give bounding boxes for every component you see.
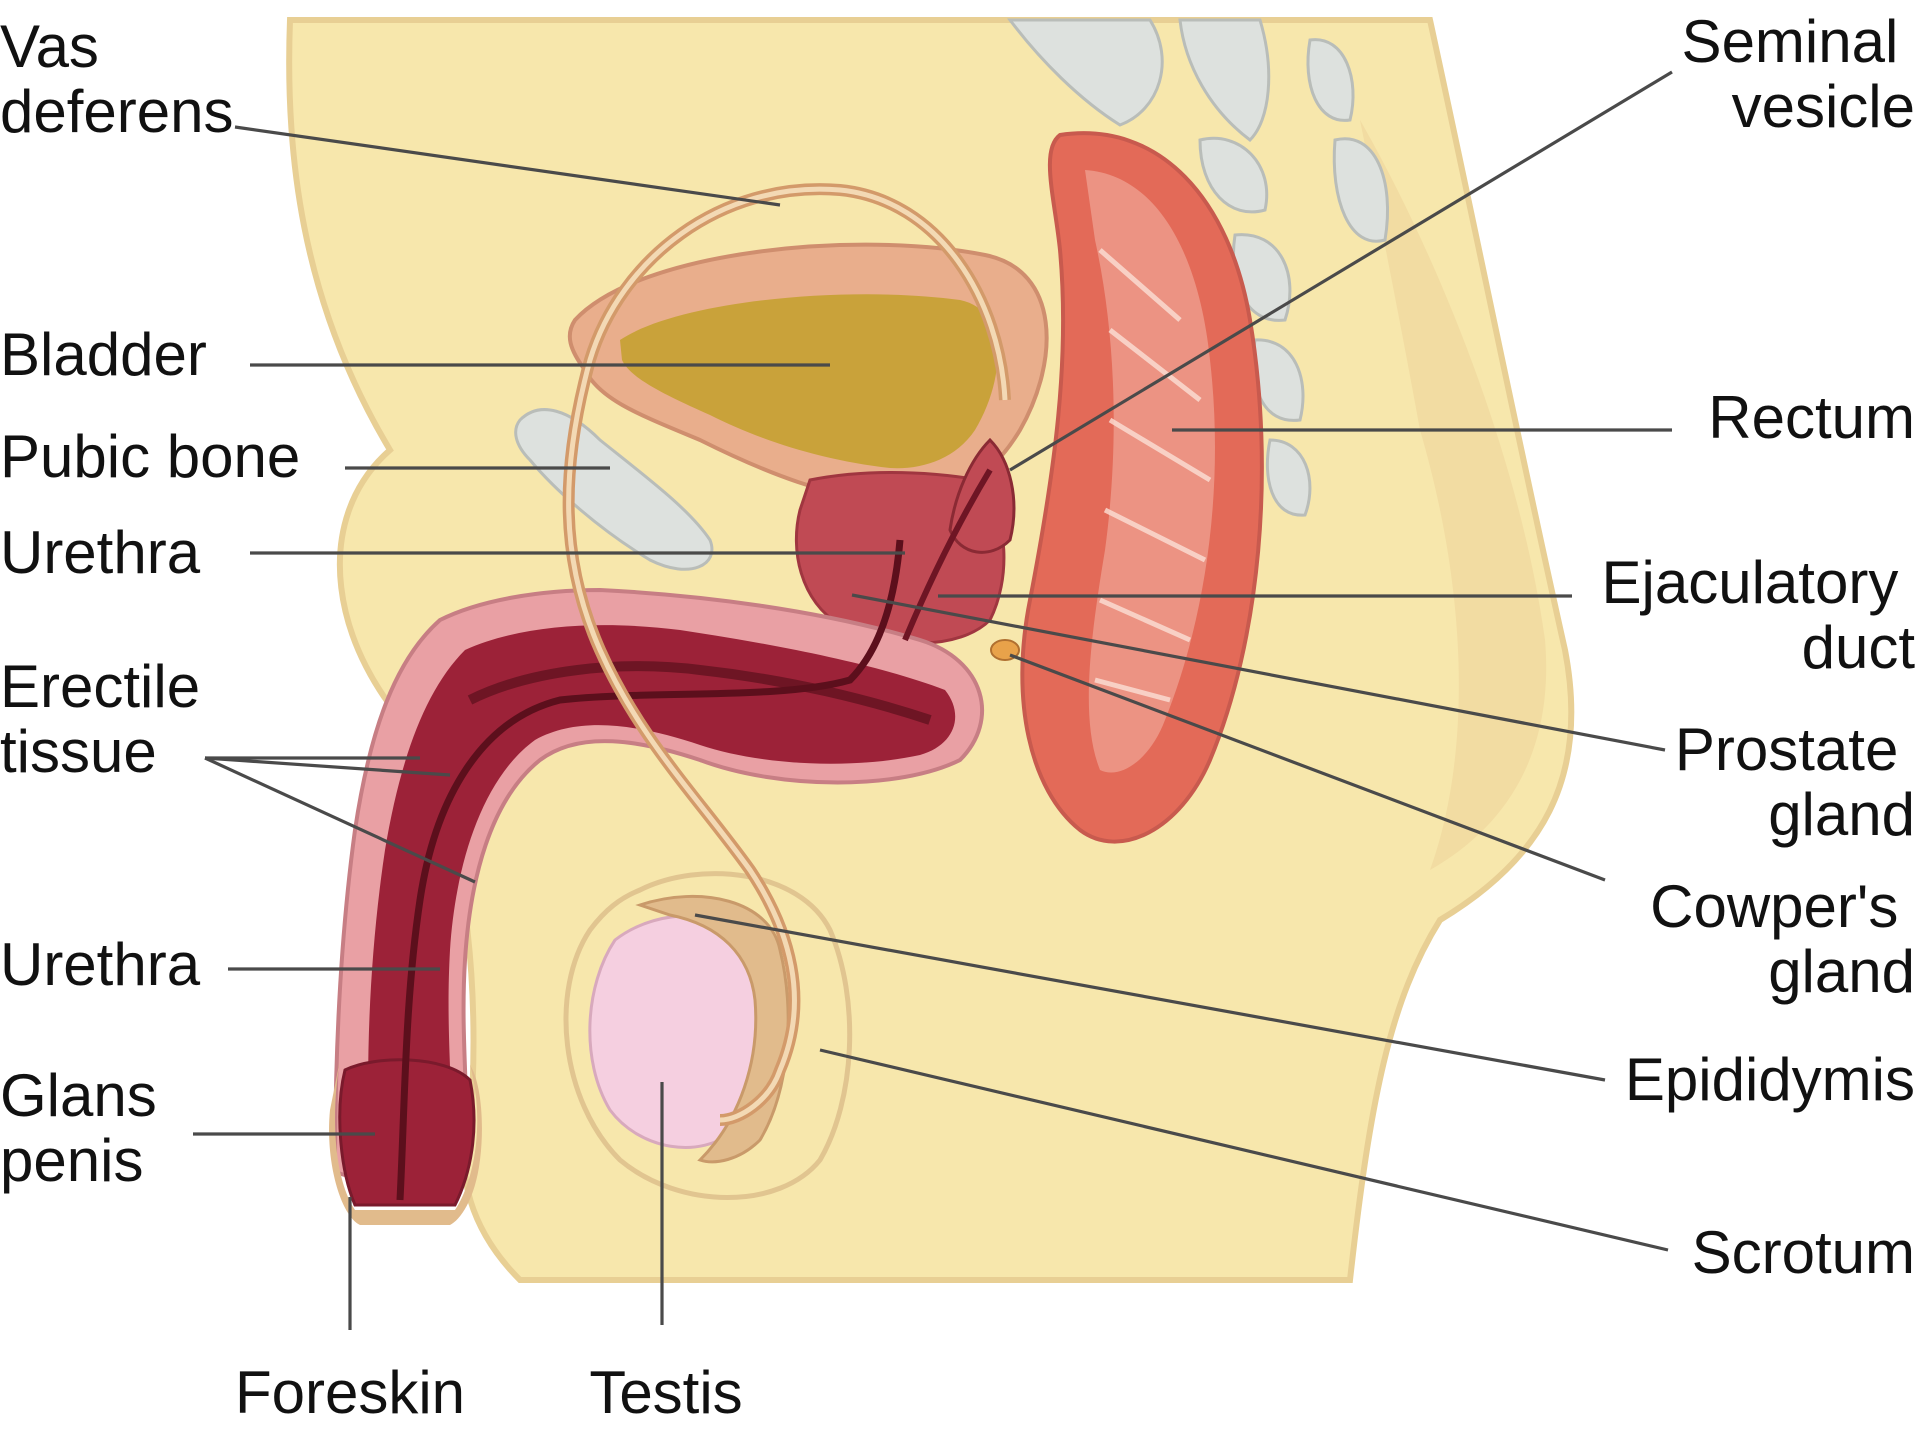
label-urethra-lower: Urethra (0, 931, 201, 998)
label-urethra-upper: Urethra (0, 519, 201, 586)
label-ejaculatory-duct: Ejaculatory duct (1602, 549, 1916, 681)
label-glans-penis: Glans penis (0, 1062, 173, 1194)
label-pubic-bone: Pubic bone (0, 423, 300, 490)
label-bladder: Bladder (0, 321, 207, 388)
label-erectile-tissue: Erectile tissue (0, 653, 217, 785)
label-epididymis: Epididymis (1625, 1046, 1915, 1113)
label-prostate-gland: Prostate gland (1675, 716, 1915, 848)
label-seminal-vesicle: Seminal vesicle (1682, 8, 1915, 140)
anatomy-illustration (289, 20, 1571, 1280)
label-scrotum: Scrotum (1692, 1219, 1915, 1286)
scrotum-testis (566, 874, 850, 1198)
label-cowpers-gland: Cowper's gland (1650, 873, 1915, 1005)
label-vas-deferens: Vas deferens (0, 13, 234, 145)
label-foreskin: Foreskin (235, 1359, 465, 1426)
label-rectum: Rectum (1708, 384, 1915, 451)
label-testis: Testis (589, 1359, 742, 1426)
